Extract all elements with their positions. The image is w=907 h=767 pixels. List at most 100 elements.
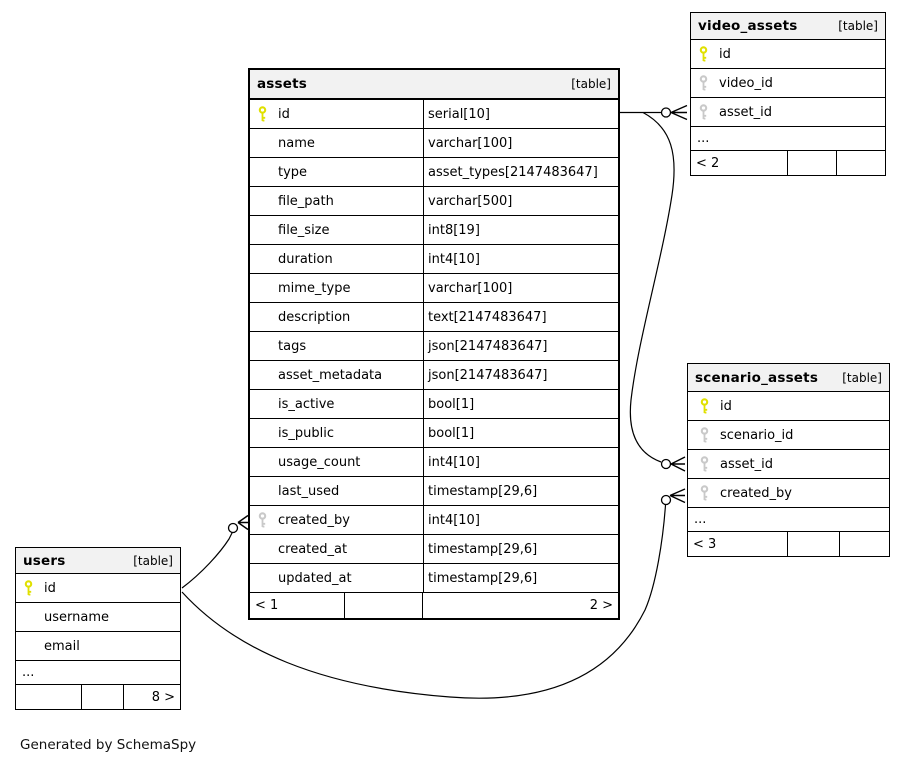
table-header-scenario_assets[interactable]: scenario_assets [table]: [688, 364, 889, 392]
table-badge: [table]: [838, 19, 878, 33]
column-name: name: [278, 135, 315, 151]
column-name: tags: [278, 338, 307, 354]
column-type: asset_types[2147483647]: [428, 164, 598, 180]
column-name: video_id: [719, 75, 773, 91]
column-name: updated_at: [278, 570, 352, 586]
table-name: users: [23, 552, 66, 569]
footer-cell: [345, 593, 423, 618]
foreign-key-icon: [699, 75, 719, 91]
footer-nav-right[interactable]: 2 >: [589, 598, 613, 613]
column-row-asset_id: asset_id: [691, 98, 885, 127]
column-name: description: [278, 309, 351, 325]
column-name: created_at: [278, 541, 348, 557]
column-name: id: [719, 46, 731, 62]
ellipsis-row: ...: [688, 508, 889, 532]
primary-key-icon: [258, 106, 278, 122]
column-type: json[2147483647]: [428, 338, 548, 354]
primary-key-icon: [700, 398, 720, 414]
table-footer: < 3: [688, 532, 889, 556]
column-type: int4[10]: [428, 454, 480, 470]
table-header-video_assets[interactable]: video_assets [table]: [691, 13, 885, 40]
column-row-name: name varchar[100]: [250, 129, 618, 158]
footer-nav-left[interactable]: < 2: [691, 151, 788, 175]
column-name: last_used: [278, 483, 340, 499]
column-row-updated_at: updated_at timestamp[29,6]: [250, 564, 618, 593]
rel-assets-id-to-video-assets-asset-id: [619, 104, 688, 121]
foreign-key-icon: [700, 427, 720, 443]
column-row-is_public: is_public bool[1]: [250, 419, 618, 448]
column-name: is_active: [278, 396, 335, 412]
foreign-key-icon: [700, 485, 720, 501]
table-footer: < 1 2 >: [250, 593, 618, 618]
column-name: created_by: [720, 485, 792, 501]
rel-users-id-to-assets-created-by: [181, 514, 249, 589]
footer-cell: [788, 151, 837, 175]
footer-nav-left[interactable]: < 1: [250, 593, 345, 618]
table-name: scenario_assets: [695, 369, 819, 386]
ellipsis-text: ...: [22, 665, 35, 680]
column-row-email: email: [16, 632, 180, 661]
footer-nav-left[interactable]: < 3: [688, 532, 788, 556]
table-video_assets: video_assets [table] id video_id asset_id...…: [690, 12, 886, 176]
zero-cardinality-dot: [660, 107, 672, 118]
footer-nav-right: [837, 151, 885, 175]
table-badge: [table]: [842, 370, 882, 385]
primary-key-icon: [24, 580, 44, 596]
ellipsis-text: ...: [694, 512, 707, 527]
column-name: id: [278, 106, 290, 122]
column-name: scenario_id: [720, 427, 794, 443]
column-row-usage_count: usage_count int4[10]: [250, 448, 618, 477]
column-name: usage_count: [278, 454, 361, 470]
column-row-id: id: [16, 574, 180, 603]
table-name: video_assets: [698, 18, 798, 34]
column-type: timestamp[29,6]: [428, 570, 538, 586]
rel-assets-id-to-scenario-assets-asset-id: [629, 111, 686, 472]
column-type: timestamp[29,6]: [428, 483, 538, 499]
table-name: assets: [257, 76, 308, 92]
column-type: bool[1]: [428, 396, 475, 412]
column-name: username: [44, 609, 109, 625]
column-name: duration: [278, 251, 333, 267]
column-name: id: [44, 580, 56, 596]
column-type: int4[10]: [428, 512, 480, 528]
ellipsis-row: ...: [691, 127, 885, 151]
column-name: is_public: [278, 425, 334, 441]
column-row-created_by: created_by: [688, 479, 889, 508]
column-name: id: [720, 398, 732, 414]
column-row-id: id serial[10]: [250, 100, 618, 129]
column-row-created_at: created_at timestamp[29,6]: [250, 535, 618, 564]
foreign-key-icon: [258, 512, 278, 528]
ellipsis-row: ...: [16, 661, 180, 685]
column-name: file_size: [278, 222, 330, 238]
column-name: file_path: [278, 193, 334, 209]
column-type: bool[1]: [428, 425, 475, 441]
column-type: varchar[100]: [428, 280, 513, 296]
column-type: timestamp[29,6]: [428, 541, 538, 557]
foreign-key-icon: [699, 104, 719, 120]
table-badge: [table]: [571, 77, 611, 91]
column-type: int4[10]: [428, 251, 480, 267]
column-name: mime_type: [278, 280, 351, 296]
table-header-assets[interactable]: assets [table]: [250, 70, 618, 100]
column-type: varchar[100]: [428, 135, 513, 151]
footer-nav-right[interactable]: 8 >: [151, 689, 175, 705]
column-name: asset_metadata: [278, 367, 383, 383]
footer-nav-left: [16, 685, 82, 709]
table-header-users[interactable]: users[table]: [16, 548, 180, 574]
column-type: serial[10]: [428, 106, 490, 122]
column-row-duration: duration int4[10]: [250, 245, 618, 274]
foreign-key-icon: [700, 456, 720, 472]
column-row-mime_type: mime_type varchar[100]: [250, 274, 618, 303]
ellipsis-text: ...: [697, 131, 710, 146]
zero-cardinality-dot: [660, 458, 672, 470]
column-row-scenario_id: scenario_id: [688, 421, 889, 450]
footer-cell: [82, 685, 124, 709]
column-row-last_used: last_used timestamp[29,6]: [250, 477, 618, 506]
column-row-id: id: [691, 40, 885, 69]
